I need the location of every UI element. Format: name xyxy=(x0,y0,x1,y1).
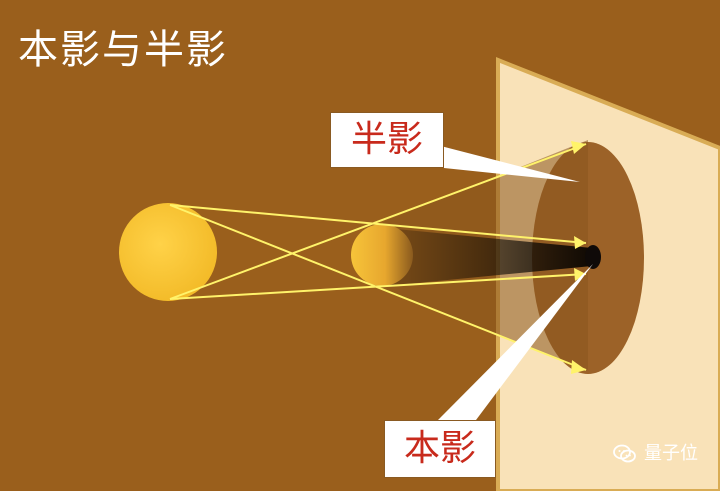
sun-circle xyxy=(119,203,217,301)
page-title: 本影与半影 xyxy=(18,27,228,73)
umbra-spot xyxy=(585,245,601,269)
umbra-label: 本影 xyxy=(384,420,496,478)
umbra-cone xyxy=(386,228,592,286)
arrowhead-bottom-direct xyxy=(574,268,586,281)
watermark: 量子位 xyxy=(612,443,698,465)
arrowhead-bottom-cross xyxy=(571,141,586,154)
wechat-icon xyxy=(613,444,636,463)
penumbra-label-text: 半影 xyxy=(350,119,423,160)
ray-top-direct xyxy=(169,204,587,244)
umbra-pointer xyxy=(438,264,593,428)
penumbra-pointer xyxy=(433,144,580,182)
arrowhead-top-direct xyxy=(574,236,586,249)
umbra-label-text: 本影 xyxy=(403,428,476,469)
penumbra-label: 半影 xyxy=(330,112,444,168)
ray-arrowheads xyxy=(571,141,586,374)
watermark-text: 量子位 xyxy=(644,443,698,464)
arrowhead-top-cross xyxy=(571,360,586,374)
moon-circle xyxy=(351,224,413,286)
